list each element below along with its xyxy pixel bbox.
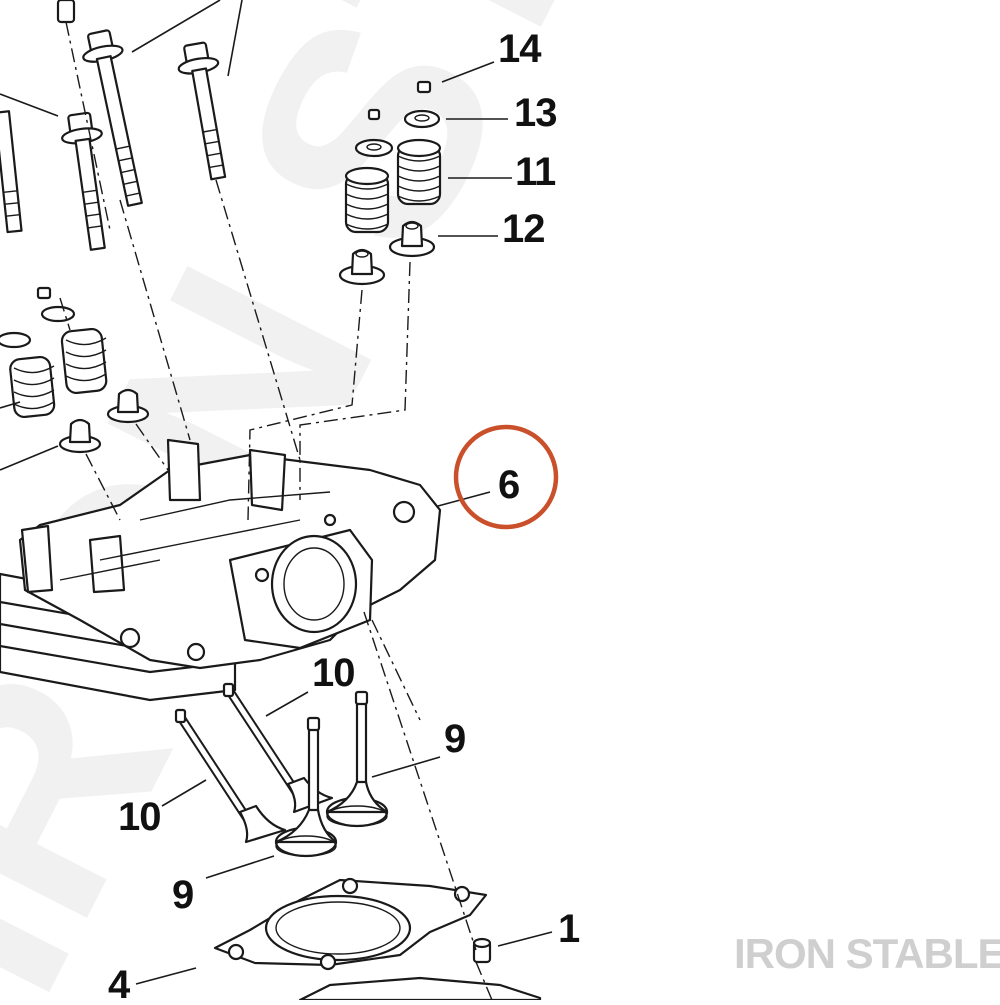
cylinder-head	[0, 438, 442, 702]
callout-12: 12	[502, 207, 545, 251]
callout-10-lower: 10	[118, 795, 161, 839]
valve-10-left	[174, 708, 287, 844]
valves	[174, 682, 389, 858]
brand-watermark: IRON STABLE	[734, 930, 1000, 977]
highlight-circle	[453, 424, 559, 530]
callout-10-upper: 10	[312, 651, 355, 695]
leader-lines	[0, 0, 553, 985]
valve-9-back	[325, 690, 389, 828]
valve-spring-assembly-left	[0, 286, 150, 454]
dowel-pin	[472, 937, 492, 964]
assembly-lines	[59, 21, 493, 1001]
callout-9-lower: 9	[172, 873, 193, 917]
valve-9-front	[274, 716, 338, 858]
callout-14: 14	[498, 27, 542, 71]
callout-labels: 14 13 11 12 6 10 10 9 9 1 4	[108, 27, 581, 1005]
head-bolts	[0, 0, 227, 251]
head-gasket	[213, 877, 542, 1002]
callout-4: 4	[108, 963, 131, 1000]
callout-11: 11	[515, 150, 556, 194]
valve-spring-assembly-right	[338, 80, 442, 286]
callout-6: 6	[498, 463, 519, 507]
callout-9-upper: 9	[444, 717, 465, 761]
callout-13: 13	[514, 91, 557, 135]
callout-1: 1	[558, 907, 580, 951]
